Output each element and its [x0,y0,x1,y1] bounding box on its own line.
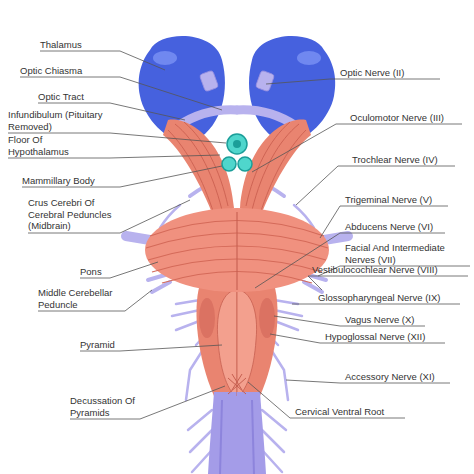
part-label: Glossopharyngeal Nerve (IX) [318,292,441,304]
part-label: Trochlear Nerve (IV) [352,154,438,166]
part-label: Abducens Nerve (VI) [345,221,433,233]
part-label: Thalamus [40,39,82,51]
part-label: Trigeminal Nerve (V) [345,194,432,206]
part-label: Oculomotor Nerve (III) [350,112,444,124]
leader-lines [8,51,470,419]
part-label: Floor Of Hypothalamus [8,134,88,157]
decussation-lines [228,374,246,394]
part-label: Accessory Nerve (XI) [345,371,435,383]
infundibulum-center [233,140,241,148]
pons-striations [146,212,328,290]
part-label: Middle Cerebellar Peduncle [38,287,128,310]
infundibulum [227,134,247,154]
part-label: Pons [80,266,102,278]
part-label: Optic Nerve (II) [340,67,404,79]
part-label: Infundibulum (Pituitary Removed) [8,109,108,132]
part-label: Facial And Intermediate Nerves (VII) [345,242,470,265]
part-label: Mammillary Body [22,175,95,187]
part-label: Crus Cerebri Of Cerebral Peduncles (Midb… [28,197,128,232]
part-label: Decussation Of Pyramids [70,395,140,418]
mammillary-body [238,157,252,171]
part-label: Vagus Nerve (X) [345,314,415,326]
mammillary-body [222,157,236,171]
part-label: Optic Tract [38,91,84,103]
pons [145,208,329,292]
part-label: Hypoglossal Nerve (XII) [325,331,425,343]
part-label: Vestibulocochlear Nerve (VIII) [312,264,438,276]
part-label: Cervical Ventral Root [295,406,384,418]
part-label: Optic Chiasma [20,65,82,77]
part-label: Pyramid [80,339,115,351]
